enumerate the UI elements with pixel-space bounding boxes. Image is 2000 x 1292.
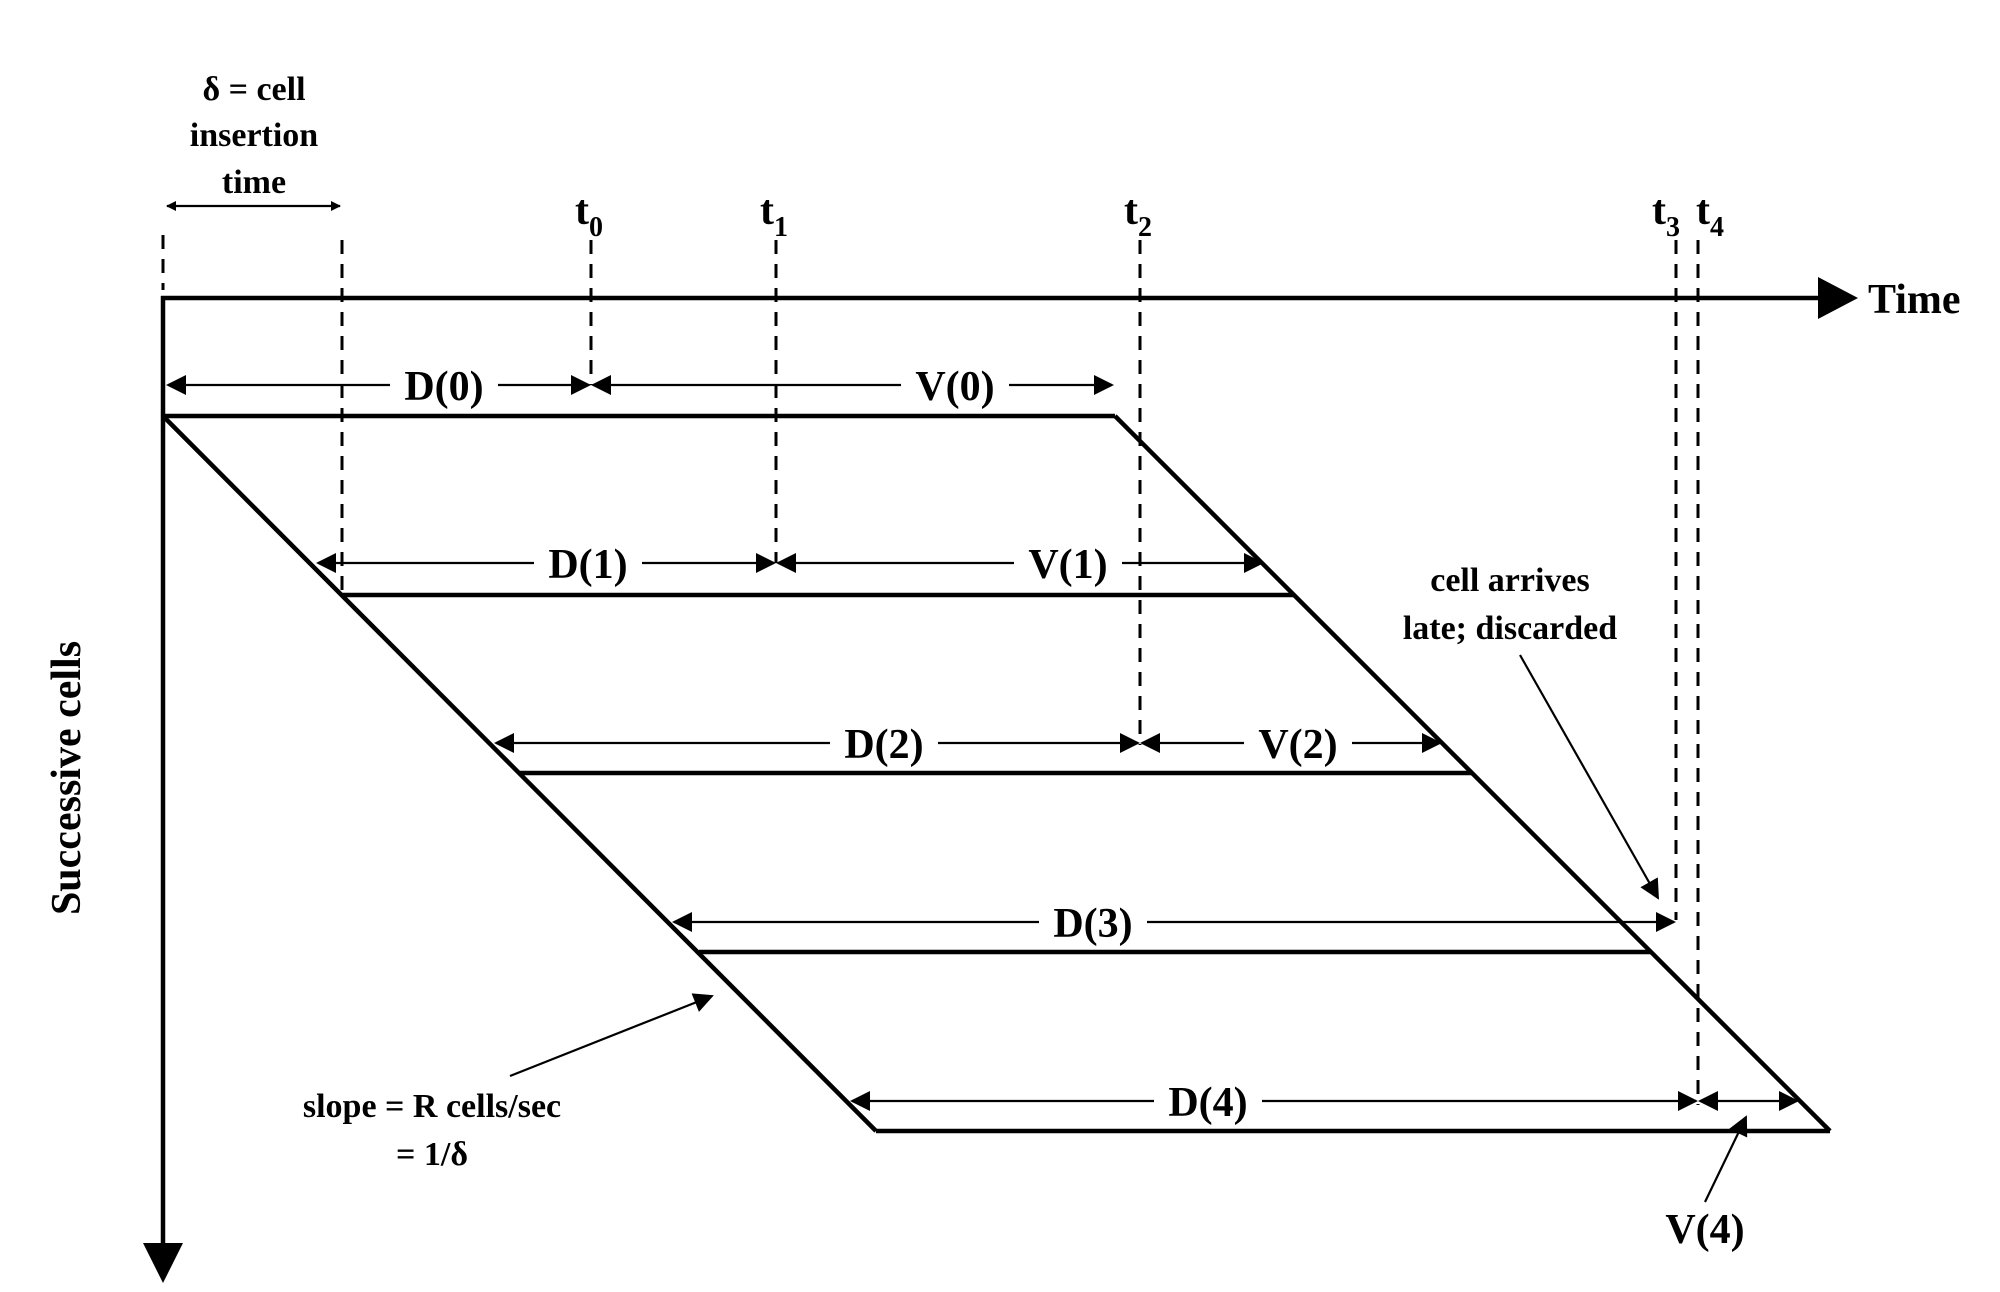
tick-label: t3 — [1652, 188, 1680, 243]
insertion-note-line1: δ = cell — [202, 71, 305, 108]
axes: Time Successive cells — [44, 277, 1961, 1283]
delay-row-3: D(3) — [672, 897, 1676, 947]
v1-label: V(1) — [1028, 542, 1107, 588]
tick-t4: t4 — [1696, 188, 1724, 1105]
late-note-line1: cell arrives — [1430, 562, 1590, 599]
tick-label: t1 — [760, 188, 788, 243]
slope-annotation: slope = R cells/sec = 1/δ — [303, 993, 714, 1173]
d4-label: D(4) — [1168, 1080, 1247, 1126]
tick-t1: t1 — [760, 188, 788, 563]
left-slope-edge — [161, 414, 878, 1133]
late-cell-annotation: cell arrives late; discarded — [1403, 562, 1659, 900]
right-slope-edge — [1113, 414, 1832, 1133]
tick-t2: t2 — [1124, 188, 1152, 745]
delay-row-4: D(4) — [850, 1076, 1799, 1126]
slope-pointer-arrow — [509, 993, 714, 1078]
v4-label: V(4) — [1665, 1207, 1744, 1253]
insertion-note-line3: time — [222, 164, 286, 201]
cells-axis-arrowhead — [143, 1243, 183, 1283]
v2-label: V(2) — [1258, 722, 1337, 768]
slope-note-line1: slope = R cells/sec — [303, 1088, 561, 1125]
tick-label: t0 — [575, 188, 603, 243]
tick-t0: t0 — [575, 188, 603, 385]
d0-label: D(0) — [404, 364, 483, 410]
v4-pointer-arrow — [1704, 1115, 1748, 1203]
cell-structure — [161, 413, 1832, 1134]
slope-note-line2: = 1/δ — [396, 1136, 468, 1173]
delay-row-2: D(2) V(2) — [494, 718, 1442, 768]
time-axis-label: Time — [1868, 277, 1961, 323]
d3-label: D(3) — [1053, 901, 1132, 947]
time-axis-arrowhead — [1818, 277, 1858, 319]
tick-label: t4 — [1696, 188, 1724, 243]
tick-label: t2 — [1124, 188, 1152, 243]
late-note-line2: late; discarded — [1403, 610, 1617, 647]
tick-t3: t3 — [1652, 188, 1680, 920]
cells-axis-label: Successive cells — [44, 641, 90, 915]
delay-row-1: D(1) V(1) — [316, 538, 1264, 588]
insertion-time-annotation: δ = cell insertion time — [161, 71, 344, 596]
d2-label: D(2) — [844, 722, 923, 768]
insertion-note-line2: insertion — [190, 117, 319, 154]
v4-annotation: V(4) — [1665, 1115, 1748, 1253]
d1-label: D(1) — [548, 542, 627, 588]
delay-row-0: D(0) V(0) — [166, 360, 1114, 410]
v0-label: V(0) — [915, 364, 994, 410]
time-ticks: t0 t1 t2 t3 t4 — [575, 188, 1724, 1105]
late-pointer-arrow — [1519, 654, 1659, 900]
